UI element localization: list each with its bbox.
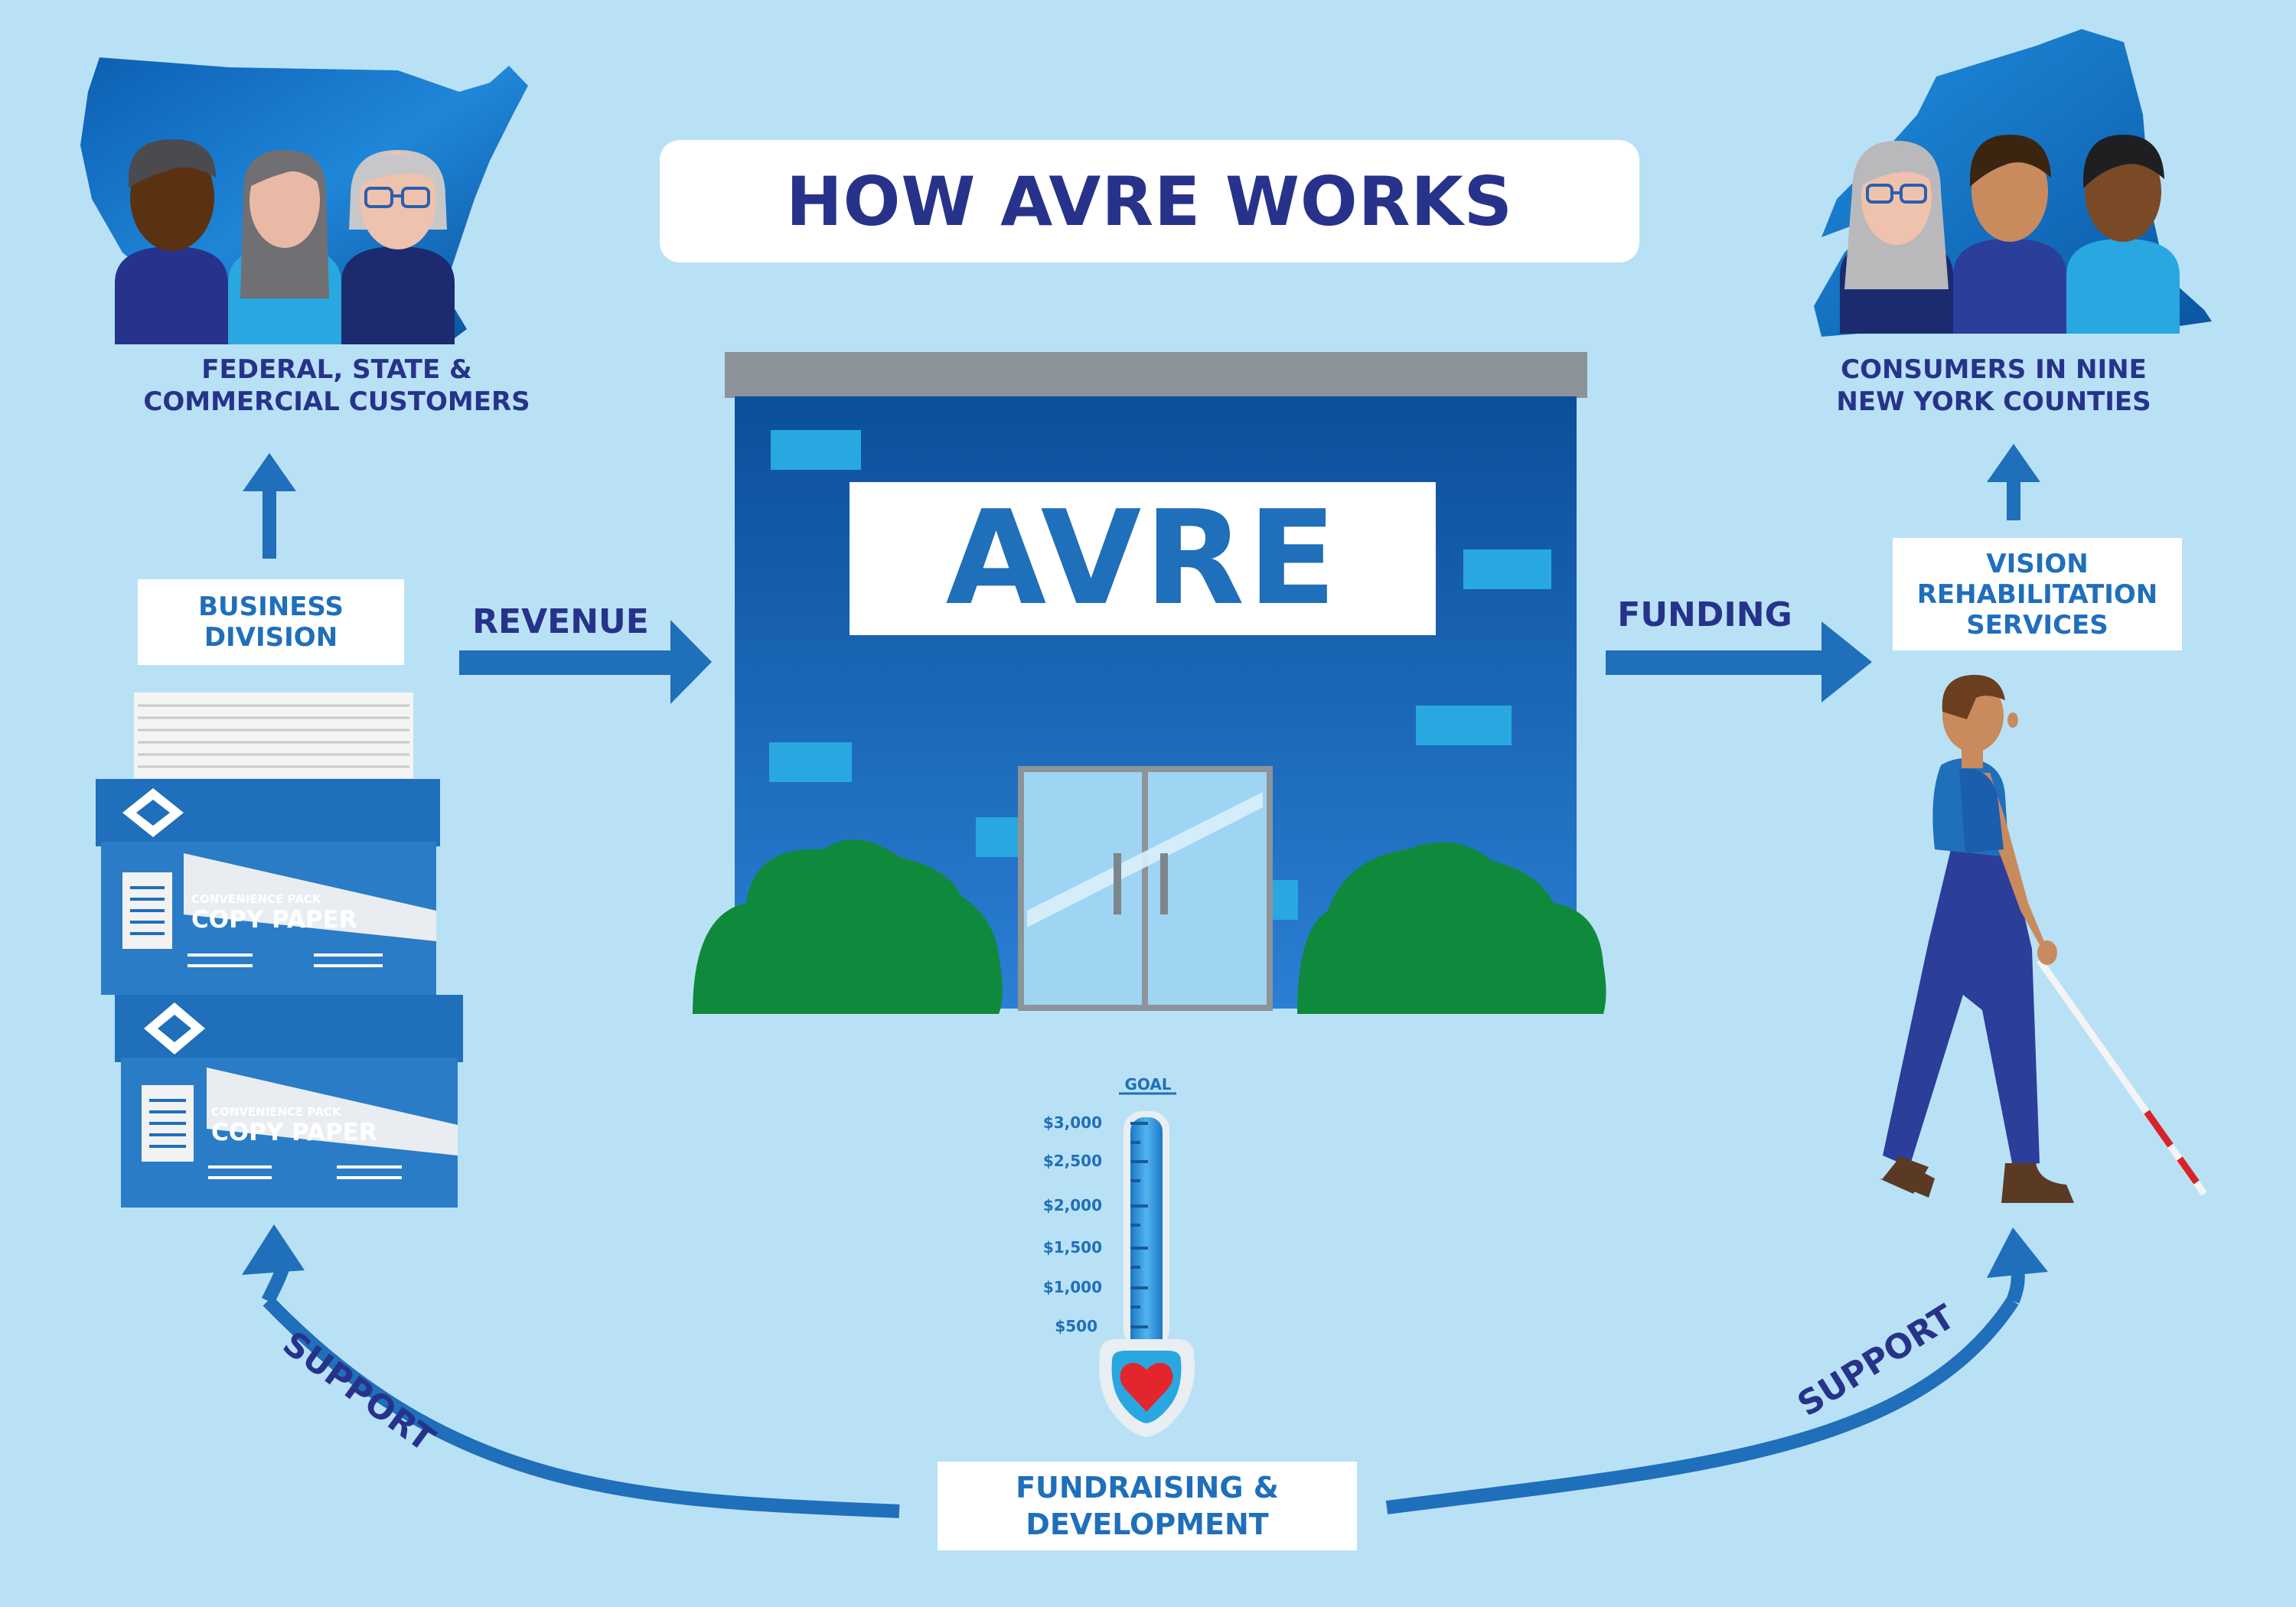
funding-arrow: [1606, 621, 1872, 702]
building-sign: AVRE: [850, 482, 1436, 635]
vision-rehab-line-3: SERVICES: [1966, 609, 2108, 641]
thermometer-goal-label: GOAL: [1124, 1075, 1171, 1094]
thermometer-scale-2000: $2,000: [1043, 1196, 1102, 1214]
customer-person-3: [341, 150, 455, 344]
funding-label: FUNDING: [1617, 595, 1792, 634]
paper-sheets: [134, 693, 413, 778]
business-division-line-1: BUSINESS: [198, 592, 344, 622]
consumer-person-1: [1840, 141, 1953, 334]
business-division-box: BUSINESS DIVISION: [138, 579, 404, 665]
support-arrow-left: [242, 1224, 900, 1518]
business-division-line-2: DIVISION: [204, 622, 338, 653]
left-bush: [693, 839, 1003, 1014]
vision-rehab-line-2: REHABILITATION: [1916, 579, 2158, 610]
copy-paper-package-1: CONVENIENCE PACK COPY PAPER: [96, 779, 440, 995]
customer-person-1: [115, 139, 228, 344]
fundraising-thermometer: GOAL $3,000 $2,500 $2,000 $1,500 $1,000 …: [1043, 1075, 1195, 1437]
paper-brand-text-2: CONVENIENCE PACK: [211, 1105, 342, 1119]
customers-caption-line-1: FEDERAL, STATE &: [201, 354, 472, 385]
arrow-up-to-consumers: [1987, 444, 2040, 520]
consumer-person-2: [1953, 135, 2066, 334]
consumers-caption-line-2: NEW YORK COUNTIES: [1836, 386, 2151, 417]
thermometer-scale-1500: $1,500: [1043, 1238, 1102, 1257]
customers-caption-line-2: COMMERCIAL CUSTOMERS: [143, 386, 530, 417]
customer-person-2: [228, 150, 341, 344]
walking-person-with-cane: [1879, 674, 2207, 1203]
title-box: HOW AVRE WORKS: [660, 140, 1639, 262]
paper-brand-text-1: CONVENIENCE PACK: [191, 892, 322, 906]
fundraising-box: FUNDRAISING & DEVELOPMENT: [938, 1462, 1357, 1550]
thermometer-ticks: [1130, 1122, 1148, 1328]
right-bush: [1297, 842, 1606, 1014]
page-title: HOW AVRE WORKS: [785, 161, 1514, 241]
consumers-caption: CONSUMERS IN NINE NEW YORK COUNTIES: [1760, 354, 2227, 418]
copy-paper-package-2: CONVENIENCE PACK COPY PAPER: [115, 995, 463, 1208]
paper-product-text-1: COPY PAPER: [191, 906, 357, 934]
fundraising-line-1: FUNDRAISING &: [1016, 1471, 1279, 1504]
revenue-label: REVENUE: [472, 602, 649, 641]
vision-rehabilitation-box: VISION REHABILITATION SERVICES: [1893, 538, 2182, 650]
thermometer-scale-2500: $2,500: [1043, 1152, 1102, 1170]
thermometer-scale-500: $500: [1055, 1317, 1097, 1335]
support-arrow-right: [1385, 1227, 2048, 1514]
avre-building: [693, 352, 1606, 1014]
consumer-person-3: [2066, 135, 2180, 334]
consumers-caption-line-1: CONSUMERS IN NINE: [1841, 354, 2147, 385]
arrow-up-to-customers: [243, 453, 296, 559]
paper-logo-icon-2: [144, 1002, 205, 1054]
customers-caption: FEDERAL, STATE & COMMERCIAL CUSTOMERS: [107, 354, 566, 418]
fundraising-line-2: DEVELOPMENT: [1026, 1508, 1269, 1541]
thermometer-scale-1000: $1,000: [1043, 1278, 1102, 1296]
paper-product-text-2: COPY PAPER: [211, 1119, 377, 1146]
building-sign-text: AVRE: [945, 483, 1340, 634]
vision-rehab-line-1: VISION: [1986, 548, 2089, 579]
paper-logo-icon-1: [122, 788, 184, 837]
revenue-arrow: [459, 620, 712, 704]
heart-icon: [1120, 1362, 1173, 1412]
thermometer-scale-3000: $3,000: [1043, 1113, 1102, 1132]
